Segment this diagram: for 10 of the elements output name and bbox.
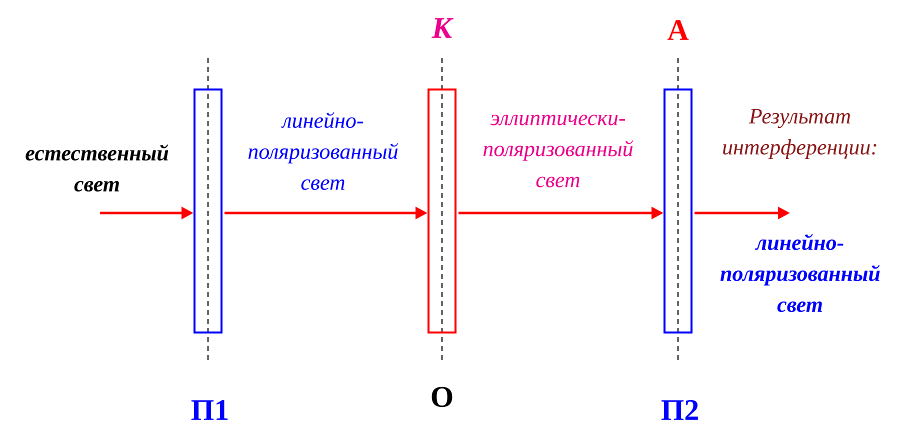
edge-label: линейно-поляризованный свет <box>720 234 880 312</box>
plate-label: О <box>432 386 452 408</box>
plate-label: П1 <box>191 400 228 420</box>
edge-label: линейно-поляризованный свет <box>248 112 398 190</box>
plate-label: А <box>667 20 689 40</box>
plate-label: К <box>432 18 454 38</box>
note-text: Результат интерференции: <box>723 108 876 160</box>
edge-label: эллиптически-поляризованный свет <box>483 114 634 188</box>
edge-label: естественный свет <box>26 144 168 192</box>
plate-label: П2 <box>661 400 698 420</box>
